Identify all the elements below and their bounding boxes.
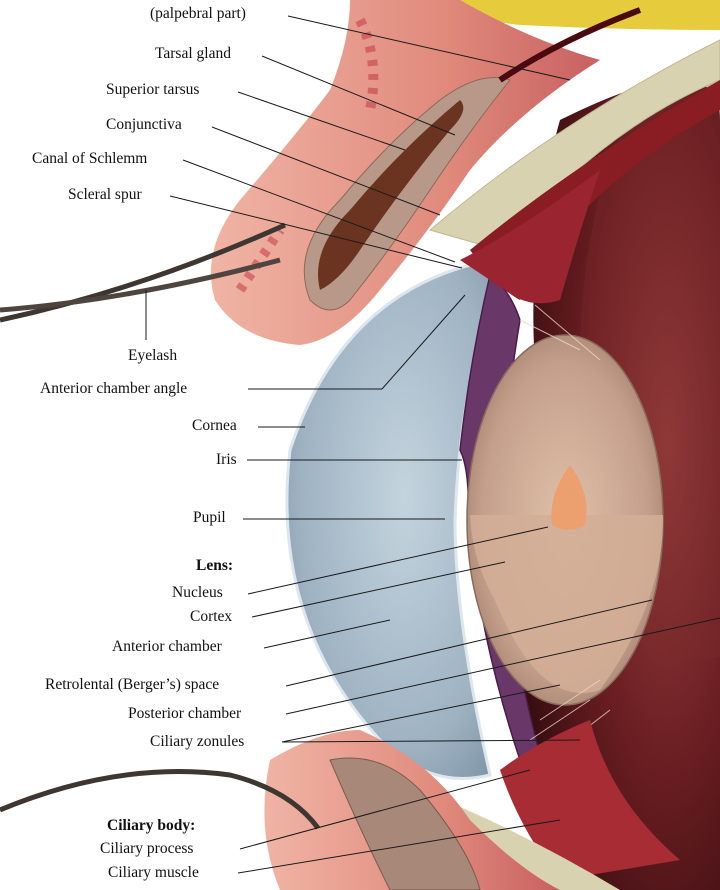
label-retrolental-space: Retrolental (Berger’s) space <box>45 676 220 693</box>
label-cortex: Cortex <box>190 608 233 625</box>
leader-superior-tarsus <box>237 91 406 151</box>
leader-anterior-chamber <box>263 619 391 649</box>
label-superior-tarsus: Superior tarsus <box>106 81 200 98</box>
ciliary-body-lower <box>500 720 680 880</box>
eyelid-red-spots <box>235 17 379 293</box>
leader-scleral-spur <box>169 195 463 269</box>
lens-cutaway <box>470 515 664 694</box>
leader-ciliary-zonules-2 <box>281 739 581 743</box>
tarsal-plate-lower <box>329 757 481 890</box>
eyelash-upper-1 <box>0 222 287 323</box>
label-cornea: Cornea <box>192 417 237 434</box>
leader-palpebral <box>287 15 571 81</box>
lens-nucleus <box>551 465 587 530</box>
label-ciliary-muscle: Ciliary muscle <box>108 864 199 881</box>
leader-posterior-chamber <box>285 617 720 715</box>
eyelash-upper-2 <box>0 257 281 313</box>
zonule-fibers <box>519 304 611 761</box>
tarsal-gland-upper <box>318 100 464 290</box>
label-eyelash: Eyelash <box>128 347 178 364</box>
label-conjunctiva: Conjunctiva <box>106 116 182 133</box>
label-ciliary-process: Ciliary process <box>100 840 194 857</box>
sclera-lower <box>420 790 620 890</box>
leader-retrolental <box>285 599 653 687</box>
leader-conjunctiva <box>211 126 441 216</box>
leader-ciliary-zonules-1 <box>281 684 561 743</box>
leader-ciliary-muscle <box>237 819 561 874</box>
label-iris: Iris <box>216 451 237 468</box>
leader-nucleus <box>247 526 549 595</box>
leader-ant-chamber-angle-2 <box>381 294 466 390</box>
leader-ciliary-process <box>239 769 531 850</box>
label-palpebral-part: (palpebral part) <box>150 5 246 22</box>
label-lens-heading: Lens: <box>196 557 234 574</box>
label-posterior-chamber: Posterior chamber <box>128 705 242 722</box>
eyelash-lower <box>0 769 321 830</box>
label-nucleus: Nucleus <box>172 584 223 601</box>
label-scleral-spur: Scleral spur <box>68 186 142 203</box>
label-canal-of-schlemm: Canal of Schlemm <box>32 150 148 167</box>
leader-cortex <box>251 561 506 618</box>
upper-lid-dark-line <box>498 7 642 83</box>
label-tarsal-gland: Tarsal gland <box>155 45 231 62</box>
leader-canal-schlemm <box>182 159 456 263</box>
leader-tarsal-gland <box>261 55 456 136</box>
label-ciliary-body-heading: Ciliary body: <box>107 817 196 834</box>
label-pupil: Pupil <box>193 509 226 526</box>
label-anterior-chamber: Anterior chamber <box>112 638 222 655</box>
label-anterior-chamber-angle: Anterior chamber angle <box>40 380 188 397</box>
orbital-fat <box>455 0 720 30</box>
leader-lines <box>145 15 720 874</box>
ciliary-body-upper <box>460 170 600 304</box>
label-ciliary-zonules: Ciliary zonules <box>150 733 245 750</box>
